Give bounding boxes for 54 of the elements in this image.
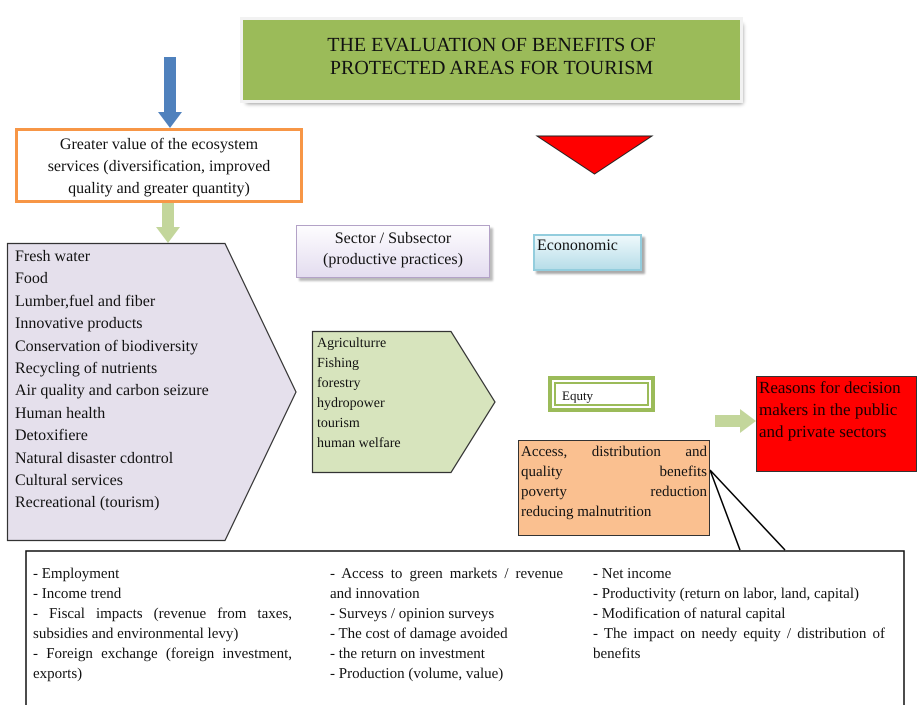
list-item: - Modification of natural capital (593, 605, 786, 624)
list-item: forestry (317, 375, 362, 393)
node-text: poverty reduction (521, 483, 707, 502)
category-box (548, 376, 655, 412)
triangle-shape (537, 136, 652, 174)
list-item: - Surveys / opinion surveys (330, 605, 496, 624)
list-item: Food (15, 269, 49, 290)
list-item: - Access to green markets / revenue and innovation (330, 565, 563, 604)
list-item: hydropower (317, 395, 386, 413)
node-text: Sector / Subsector (productive practices) (322, 229, 464, 270)
arrow (158, 57, 182, 128)
node-text: Econonomic (537, 237, 619, 255)
list-item: Cultural services (15, 471, 124, 492)
list-item: - Foreign exchange (foreign investment, exports) (33, 645, 292, 684)
list-item: Lumber,fuel and fiber (15, 292, 156, 312)
category-box (533, 234, 642, 271)
list-item: - Fiscal impacts (revenue from taxes, subsidies and environmental levy) (33, 605, 292, 644)
list-item: tourism (317, 415, 361, 433)
list-item: Innovative products (15, 314, 144, 334)
conclusion-box (756, 376, 917, 472)
list-item: - The impact on needy equity / distribution of benefits (593, 625, 885, 664)
title-banner (243, 20, 740, 100)
list-item: Detoxifiere (15, 426, 89, 446)
list-item: Conservation of biodiversity (15, 336, 200, 357)
process-box (518, 440, 710, 536)
list-item: Air quality and carbon seizure (15, 381, 210, 402)
chevron-shape (7, 243, 297, 541)
arrow (709, 469, 786, 551)
list-item: - Net income (593, 565, 672, 584)
node-text: Equty (562, 388, 594, 404)
list-item: Natural disaster cdontrol (15, 448, 174, 469)
chevron-shape (312, 331, 496, 473)
arrow (715, 409, 756, 433)
list-item: Human health (15, 404, 106, 424)
list-item: - Productivity (return on labor, land, capital) (593, 585, 860, 604)
node-text: reducing malnutrition (521, 503, 652, 522)
category-box (296, 225, 490, 278)
list-item: Recreational (tourism) (15, 493, 160, 514)
list-item: Agriculturre (317, 335, 388, 353)
list-item: - Production (volume, value) (330, 665, 504, 684)
list-item: Fresh water (15, 247, 92, 267)
title-text: THE EVALUATION OF BENEFITS OF PROTECTED AREAS FOR TOURISM (326, 34, 657, 80)
list-item: - the return on investment (330, 645, 486, 664)
list-item: Recycling of nutrients (15, 359, 158, 380)
node-text: Greater value of the ecosystem services (diversification, improved quality and greater quantity) (46, 135, 272, 199)
list-item: - Employment (33, 565, 120, 584)
callout-box (25, 550, 905, 703)
list-item: human welfare (317, 435, 402, 453)
arrow (156, 203, 180, 243)
list-item: Fishing (317, 355, 360, 373)
node-text: Reasons for decision makers in the public and private sectors (759, 377, 902, 443)
list-item: - The cost of damage avoided (330, 625, 509, 644)
list-item: - Income trend (33, 585, 122, 604)
process-box (15, 128, 303, 203)
